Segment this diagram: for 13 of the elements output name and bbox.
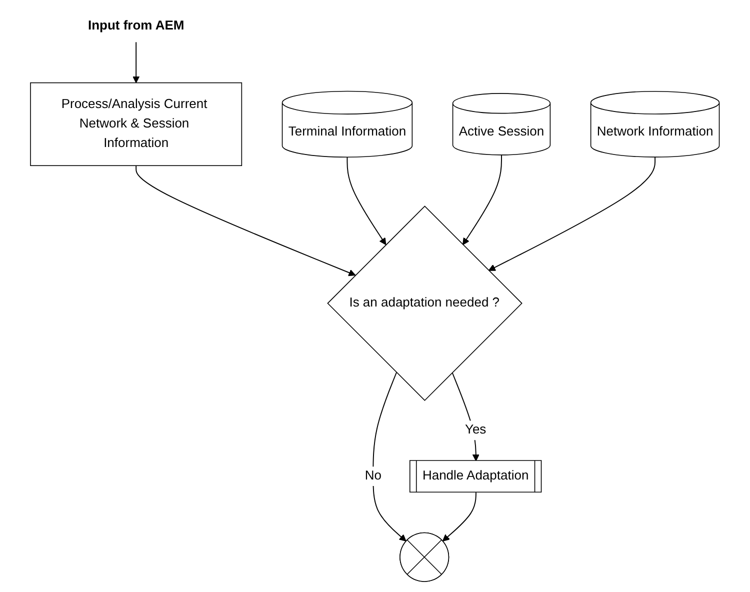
arrow [442,492,477,542]
edge-label: No [364,469,382,483]
node-box: Process/Analysis Current Network & Session Information [30,82,242,166]
arrow [462,154,502,246]
arrow [372,372,406,542]
arrow [136,165,356,276]
node-diamond: Is an adaptation needed ? [327,206,523,401]
arrow [452,372,480,462]
arrow [132,42,140,84]
node-text: Input from AEM [88,19,184,33]
edge-label: Yes [465,423,486,437]
arrow [346,156,386,246]
arrow [488,156,656,271]
